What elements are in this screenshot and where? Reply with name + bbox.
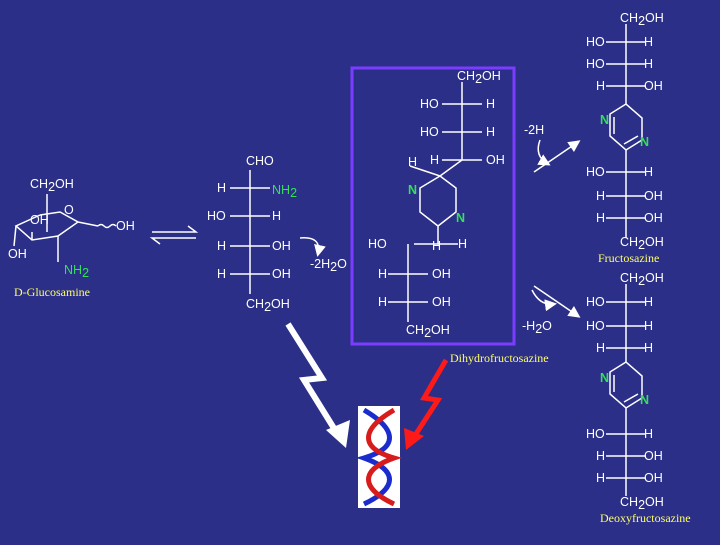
fructosazine-bottom-ch2oh: CH2OH: [620, 235, 664, 252]
deoxy-bottom-ch2oh: CH2OH: [620, 495, 664, 512]
dihydro-h-2: H: [486, 125, 495, 139]
fructosazine-h-4: H: [644, 165, 653, 179]
fructosazine-h-2: H: [644, 57, 653, 71]
dihydro-top-ch2oh: CH2OH: [457, 69, 501, 86]
glucosamine-nh2-label: NH2: [64, 263, 89, 280]
deoxy-n-1: N: [600, 371, 609, 385]
fructosazine-oh-2: OH: [644, 189, 663, 203]
reagent-minus-h2o: -H2O: [522, 319, 552, 336]
dihydro-oh-3: OH: [432, 295, 451, 309]
fructosazine-n-2: N: [640, 135, 649, 149]
open-chain-h-4: H: [217, 267, 226, 281]
fructosazine-n-1: N: [600, 113, 609, 127]
deoxy-n-2: N: [640, 393, 649, 407]
reagent-minus-2h2o: -2H2O: [310, 257, 347, 274]
dihydro-oh-1: OH: [486, 153, 505, 167]
dihydrofructosazine-structure: CH2OH HO H HO H H H OH N N HO H H H OH H…: [368, 69, 505, 340]
open-chain-ch2oh-label: CH2OH: [246, 297, 290, 314]
fructosazine-h-3: H: [596, 79, 605, 93]
dihydro-h-3: H: [430, 153, 439, 167]
glucosamine-oh-4-label: OH: [8, 247, 27, 261]
glucosamine-structure: CH2OH OH O OH OH NH2 D-Glucosamine: [8, 177, 135, 299]
deoxy-h-1: H: [644, 295, 653, 309]
fructosazine-ho-1: HO: [586, 35, 605, 49]
white-lightning-arrow-icon: [285, 322, 350, 448]
dihydro-ho-2: HO: [420, 125, 439, 139]
dihydro-ring-h-2: H: [458, 237, 467, 251]
deoxy-h-5: H: [644, 427, 653, 441]
dihydro-ring-h-1: H: [408, 155, 417, 169]
fructosazine-ho-2: HO: [586, 57, 605, 71]
dihydro-n-2: N: [456, 211, 465, 225]
open-chain-oh-2: OH: [272, 267, 291, 281]
open-chain-nh2-label: NH2: [272, 183, 297, 200]
dihydro-bottom-ch2oh: CH2OH: [406, 323, 450, 340]
open-chain-structure: CHO H NH2 HO H H OH H OH CH2OH: [207, 154, 297, 314]
deoxy-h-7: H: [596, 471, 605, 485]
glucosamine-ring-o-label: O: [64, 203, 74, 217]
fructosazine-h-6: H: [596, 211, 605, 225]
deoxyfructosazine-structure: CH2OH HO H HO H H H N N HO H H OH H OH C…: [586, 271, 691, 525]
dehydration-side-arrow-icon: [531, 289, 557, 312]
equilibrium-arrows-icon: [149, 225, 199, 245]
deoxy-h-3: H: [596, 341, 605, 355]
dehydration-arrow-icon: [299, 237, 326, 257]
open-chain-oh-1: OH: [272, 239, 291, 253]
open-chain-ho-1: HO: [207, 209, 226, 223]
open-chain-h-2: H: [272, 209, 281, 223]
glucosamine-ch2oh-label: CH2OH: [30, 177, 74, 194]
fructosazine-h-1: H: [644, 35, 653, 49]
open-chain-h-3: H: [217, 239, 226, 253]
red-lightning-arrow-icon: [404, 358, 449, 450]
deoxy-top-ch2oh: CH2OH: [620, 271, 664, 288]
deoxy-h-6: H: [596, 449, 605, 463]
dna-double-helix-icon: [355, 406, 403, 508]
fructosazine-top-ch2oh: CH2OH: [620, 11, 664, 28]
caption-deoxyfructosazine: Deoxyfructosazine: [600, 511, 691, 525]
dihydro-ho-3: HO: [368, 237, 387, 251]
dihydro-h-1: H: [486, 97, 495, 111]
open-chain-cho-label: CHO: [246, 154, 274, 168]
glucosamine-anomeric-oh-label: OH: [116, 219, 135, 233]
reagent-minus-2h: -2H: [524, 123, 544, 137]
deoxy-ho-2: HO: [586, 319, 605, 333]
fructosazine-structure: CH2OH HO H HO H H OH N N HO H H OH H OH …: [586, 11, 664, 265]
deoxy-ho-1: HO: [586, 295, 605, 309]
caption-fructosazine: Fructosazine: [598, 251, 659, 265]
dihydro-oh-2: OH: [432, 267, 451, 281]
glucosamine-oh-3-label: OH: [30, 213, 49, 227]
dihydro-h-6: H: [378, 295, 387, 309]
fructosazine-oh-1: OH: [644, 79, 663, 93]
open-chain-h-1: H: [217, 181, 226, 195]
dihydro-ho-1: HO: [420, 97, 439, 111]
oxidation-side-arrow-icon: [537, 139, 551, 166]
fructosazine-h-5: H: [596, 189, 605, 203]
caption-glucosamine: D-Glucosamine: [14, 285, 90, 299]
dihydro-n-1: N: [408, 183, 417, 197]
deoxy-ho-3: HO: [586, 427, 605, 441]
deoxy-h-4: H: [644, 341, 653, 355]
caption-dihydrofructosazine: Dihydrofructosazine: [450, 351, 549, 365]
highlight-box: [350, 66, 516, 346]
dihydro-h-5: H: [378, 267, 387, 281]
fructosazine-oh-3: OH: [644, 211, 663, 225]
deoxy-oh-2: OH: [644, 471, 663, 485]
deoxy-h-2: H: [644, 319, 653, 333]
fructosazine-ho-3: HO: [586, 165, 605, 179]
deoxy-oh-1: OH: [644, 449, 663, 463]
dihydro-h-4: H: [432, 239, 441, 253]
oxidation-arrow-icon: [533, 140, 581, 173]
